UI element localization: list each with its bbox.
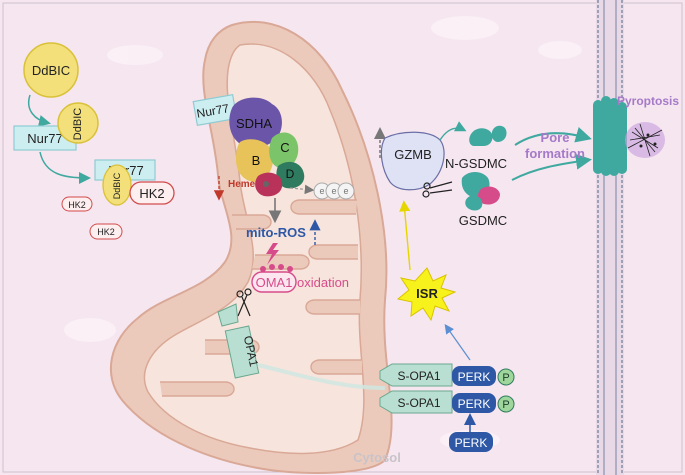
ddbic-label-rotated: DdBIC	[72, 108, 84, 140]
electron-arrow	[289, 184, 315, 195]
perk-box-free	[449, 432, 493, 452]
sdhc-subunit	[269, 132, 299, 169]
s-opa1-label-1: S-OPA1	[397, 369, 440, 383]
perk-label-free: PERK	[455, 436, 488, 450]
hk2-box-b	[89, 223, 123, 240]
perk-label-2: PERK	[458, 397, 491, 411]
ddbic-label-small: DdBIC	[112, 172, 122, 199]
phospho-circle-1	[497, 368, 515, 386]
s-opa1-box-1	[379, 363, 453, 387]
phospho-label-2: P	[502, 399, 509, 411]
pore-formation-arrow-top	[514, 127, 592, 146]
sdhb-label: B	[252, 153, 261, 168]
pyroptosis-burst	[625, 122, 665, 158]
arrow-nur77-to-complex	[39, 151, 91, 184]
opa1-to-sopa1-flow	[257, 363, 386, 390]
hk2-box-complex	[129, 181, 175, 205]
hk2-label-b: HK2	[97, 227, 115, 237]
arrow-ddbic-to-nur77	[28, 94, 51, 127]
perk-label-1: PERK	[458, 370, 491, 384]
cell-membrane	[596, 0, 624, 475]
oma1-box	[251, 271, 297, 293]
mito-ros-label: mito-ROS	[246, 225, 306, 240]
gzmb-shape	[380, 131, 445, 191]
sdhb-subunit	[236, 139, 274, 182]
nur77-label-left: Nur77	[27, 131, 62, 146]
opa1-label: OPA1	[241, 334, 261, 368]
s-opa1-box-2	[379, 390, 453, 414]
gsdmc-pore	[593, 96, 627, 176]
opa1-fragment	[217, 303, 239, 327]
ddbic-oval-small	[102, 164, 132, 206]
ddbic-circle-top	[23, 42, 79, 98]
phospho-circle-2	[497, 395, 515, 413]
hk2-label-a: HK2	[68, 200, 86, 210]
sdha-label: SDHA	[236, 116, 272, 131]
heme-label: Heme	[228, 179, 256, 190]
isr-starburst	[396, 267, 457, 322]
phospho-label-1: P	[502, 372, 509, 384]
mitochondrion	[109, 20, 393, 474]
isr-label: ISR	[416, 286, 438, 301]
hk2-box-a	[61, 196, 93, 212]
gzmb-label: GZMB	[394, 147, 432, 162]
gsdmc-label: GSDMC	[459, 213, 507, 228]
scissors-icon-gsdmc	[422, 181, 453, 198]
n-gsdmc-icon	[469, 125, 507, 146]
sdhd-subunit	[276, 161, 305, 189]
sdhd-label: D	[286, 167, 295, 181]
electron-group	[313, 182, 355, 200]
formation-label: formation	[525, 146, 585, 161]
perk-to-isr-arrow	[444, 324, 471, 361]
hk2-label-complex: HK2	[139, 186, 164, 201]
lightning-icon	[266, 243, 279, 265]
ddbic-circle-rotated	[57, 102, 99, 144]
perk-box-1	[452, 366, 496, 386]
scissors-icon-opa1	[236, 288, 252, 317]
isr-to-gzmb-arrow	[399, 200, 411, 271]
gzmb-to-ngsdmc-arrow	[439, 121, 467, 141]
pyroptosis-label: Pyroptosis	[617, 94, 679, 108]
pore-label: Pore	[541, 130, 570, 145]
oxidation-label: oxidation	[297, 275, 349, 290]
pore-formation-arrow-bottom	[511, 153, 592, 181]
electron-label-2: e	[331, 186, 336, 196]
ddbic-label-top: DdBIC	[32, 63, 70, 78]
opa1-box	[224, 325, 260, 379]
perk-box-2	[452, 393, 496, 413]
s-opa1-label-2: S-OPA1	[397, 396, 440, 410]
oma1-oxidation-dots	[260, 264, 293, 272]
cytosol-label: Cytosol	[353, 450, 401, 465]
nur77-label-mito: Nur77	[196, 101, 231, 121]
sdhc-label: C	[280, 140, 289, 155]
gsdmc-icon	[461, 172, 500, 211]
sdha-subunit	[229, 97, 282, 148]
n-gsdmc-label: N-GSDMC	[445, 156, 507, 171]
heme-dot	[263, 181, 269, 187]
electron-label-1: e	[319, 186, 324, 196]
oma1-label: OMA1	[256, 275, 293, 290]
electron-label-3: e	[343, 186, 348, 196]
